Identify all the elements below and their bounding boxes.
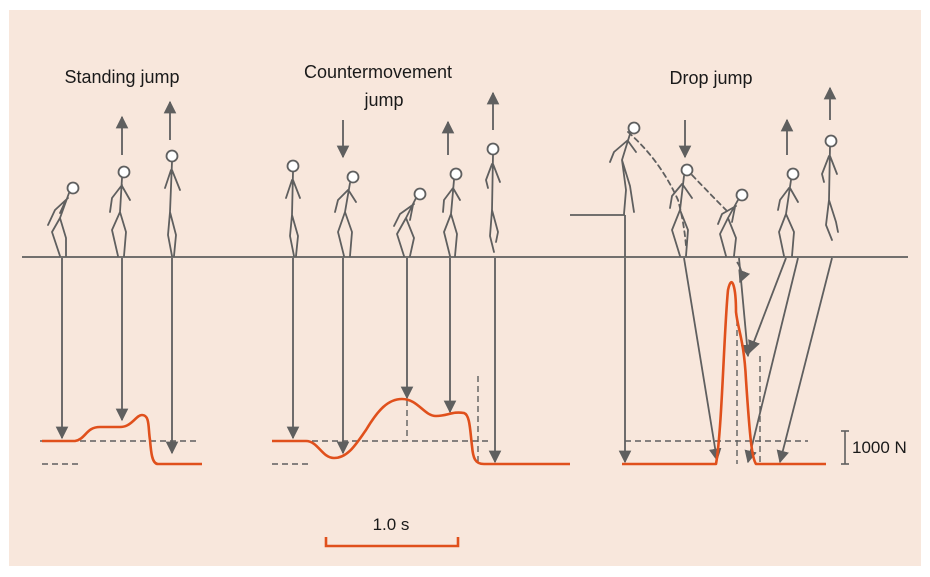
motion-arrows [115, 86, 837, 159]
drop-platform [570, 214, 626, 257]
stick-figure-icon [393, 187, 427, 257]
stick-figure-icon [717, 188, 749, 257]
force-scale-bar [841, 430, 849, 465]
arrow-icon [736, 261, 751, 284]
trajectory-path [691, 174, 729, 213]
title-standing-jump: Standing jump [64, 67, 179, 87]
stick-figure-icon [47, 181, 80, 257]
reference-lines [40, 320, 808, 465]
stick-figure-icon [485, 142, 501, 253]
projection-arrows [55, 257, 833, 464]
force-curve-drop [622, 281, 826, 466]
force-curve-countermovement [272, 397, 570, 466]
stick-figure-icon [285, 159, 301, 257]
time-scale-bar [324, 537, 460, 548]
stick-figure-icon [669, 163, 694, 257]
trajectory-path [627, 131, 687, 247]
stick-figure-icon [442, 167, 463, 257]
stick-figures [47, 121, 839, 257]
title-drop-jump: Drop jump [669, 68, 752, 88]
stick-figure-icon [609, 121, 641, 215]
stick-figure-icon [821, 134, 839, 241]
stick-figure-icon [334, 170, 360, 257]
diagram-background [9, 10, 921, 566]
stick-figure-icon [109, 165, 131, 257]
title-countermovement-jump-line2: jump [363, 90, 403, 110]
force-curves [42, 281, 826, 466]
stick-figure-icon [164, 149, 181, 257]
stick-figure-icon [777, 167, 800, 257]
force-curve-standing [42, 413, 202, 466]
force-scale-label: 1000 N [852, 438, 907, 457]
title-countermovement-jump-line1: Countermovement [304, 62, 452, 82]
time-scale-label: 1.0 s [373, 515, 410, 534]
